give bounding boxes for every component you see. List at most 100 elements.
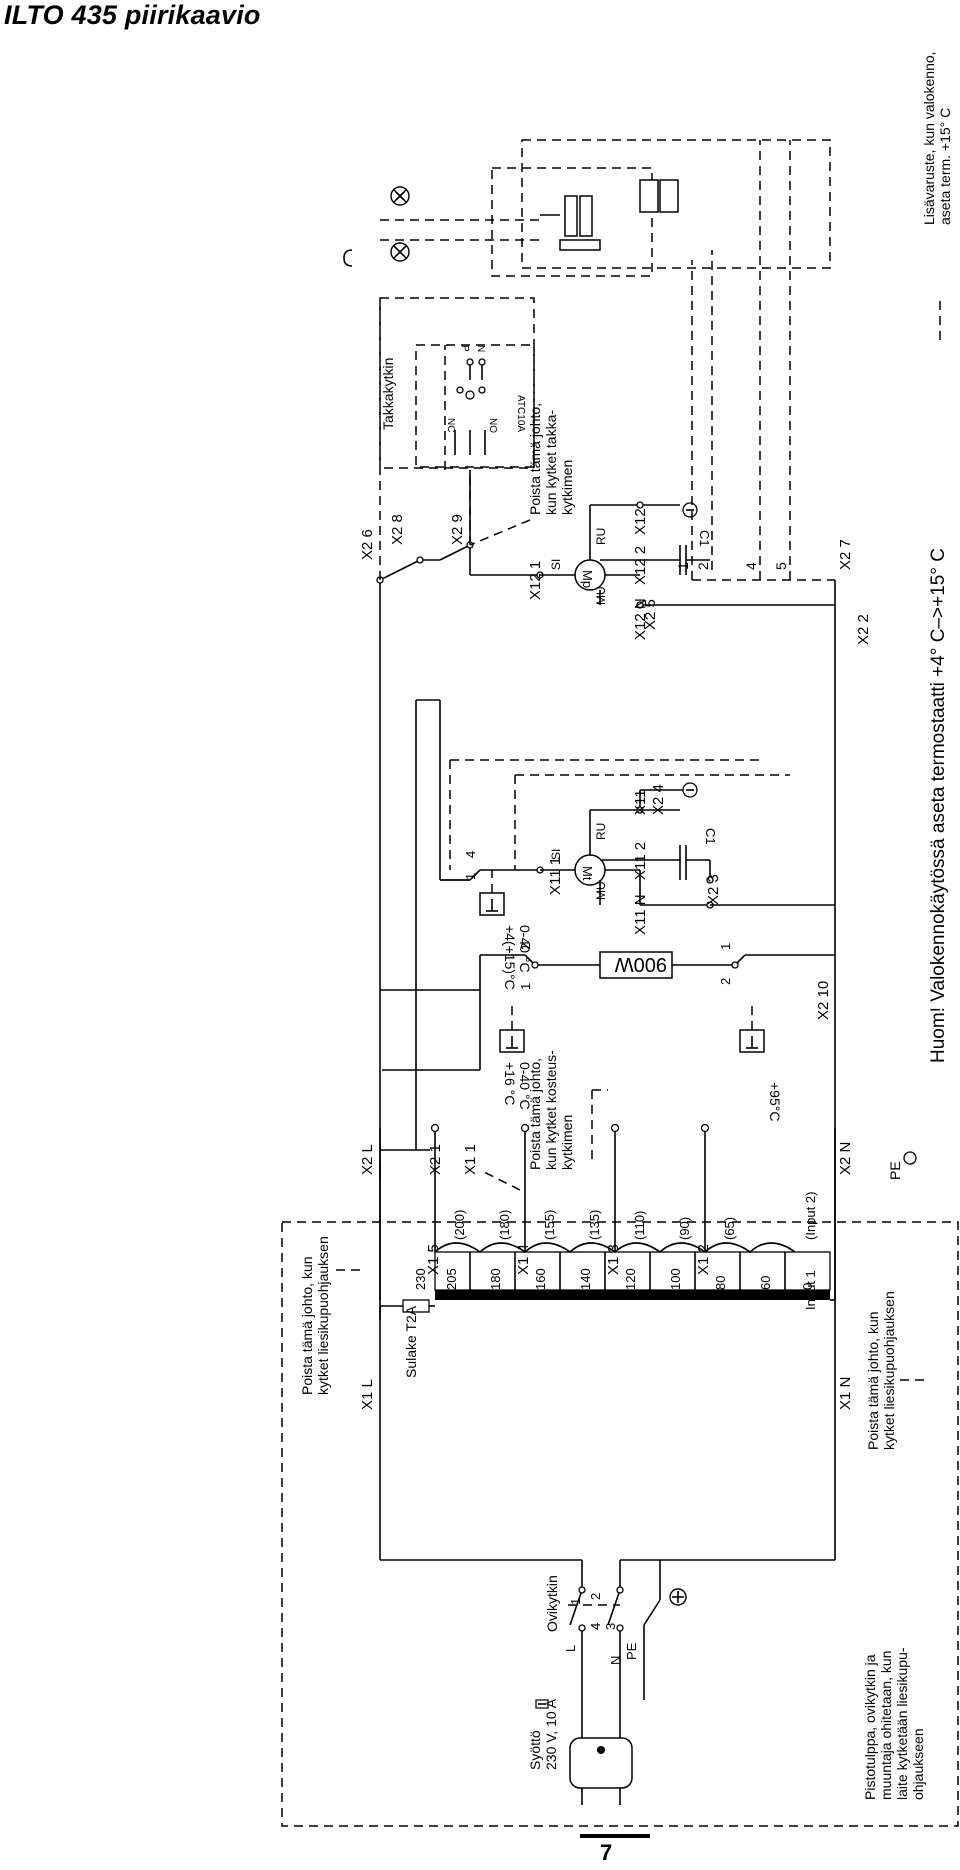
tap-label: 0 [800,1283,815,1290]
mt-motor-label: Mt [580,866,595,881]
thermostat-4-label: +4(+15)°C [502,925,518,990]
pin-label: 3 [603,1623,618,1630]
remove-takka-note: kytkimen [559,460,575,515]
atc-nc-label: NC [445,418,456,432]
mu-label: MU [594,881,608,900]
x1-tap-leads [379,1123,836,1301]
terminal-label: X2 8 [389,514,406,545]
terminal-label: X12 N [632,598,649,640]
terminal-label: X2 7 [837,539,854,570]
pin-label: 1 [518,983,533,990]
tap-label: 205 [444,1268,459,1290]
pin-label: N [608,1656,623,1665]
si-label: SI [549,559,563,570]
terminal-label: X2 2 [855,614,872,645]
terminal-label: X2 3 [705,874,722,905]
pin-label: 2 [588,1593,603,1600]
tap-label: 230 [413,1268,428,1290]
pin-label: 2 [518,943,533,950]
mu-label: MU [594,586,608,605]
terminal-label: X2 5 [642,599,659,630]
transformer-taps: 230 205 180 160 140 120 100 80 60 0 (200… [413,1192,818,1310]
terminal-label: X1 1 [462,1144,479,1175]
door-switch [568,1560,661,1738]
mp-capacitor-label: C1 [697,530,712,547]
power-plug [569,1737,633,1805]
main-n-wiring [620,580,836,1561]
remove-liesi-note: kytket liesikupuohjauksen [315,1236,331,1395]
huom-note: Huom! Valokennokäytössä aseta termostaat… [928,548,949,1063]
atc-p-label: P [459,345,470,352]
mt-capacitor-label: C1 [703,828,718,845]
terminal-label: X11 2 [632,842,649,880]
heater-label: 900W [615,953,667,975]
remove-kosteus-note: Poista tämä johto, [527,1058,543,1170]
plug-symbol-icon [535,1699,549,1709]
terminal-label: X1 5 [425,1244,442,1275]
page-title: ILTO 435 piirikaavio [4,0,261,30]
tap-label: (110) [632,1211,647,1240]
mt-motor-circuit [440,782,835,909]
takkakytkin-label: Takkakytkin [380,358,396,430]
ru-label: RU [594,528,608,545]
pistotulppa-note: Pistotulppa, ovikytkin ja [862,1654,878,1800]
terminal-label: X2 9 [449,514,466,545]
thermostat-4-15 [479,870,505,916]
tap-label: (90) [677,1217,692,1240]
terminal-label: X2 4 [650,784,667,815]
relay-dashed-box [491,167,653,277]
tap-label: 120 [623,1268,638,1290]
annotations: Takkakytkin Poista tämä johto, kun kytke… [299,51,953,1800]
mp-motor-circuit [469,470,835,609]
pistotulppa-note: muuntaja ohitetaan, kun [878,1651,894,1800]
terminal-label: X2 L [359,1144,376,1175]
pin-label: 1 [718,943,733,950]
terminal-label: X11 [632,789,649,815]
pin-label: 4 [463,851,478,858]
page-number: 7 [600,1840,613,1865]
tap-label: (155) [542,1210,557,1240]
tap-label: 100 [668,1268,683,1290]
page-number-rule [580,1834,650,1838]
si-label: SI [549,849,563,860]
ground-symbol [669,1588,687,1606]
terminal-label: X2 6 [359,529,376,560]
tap-label: 80 [713,1276,728,1290]
thermostat-16-label: 0-40 °C [517,1062,533,1110]
ovikytkin-label: Ovikytkin [544,1575,560,1632]
lisavaruste-note: aseta term. +15° C [937,108,953,225]
terminal-label: X11 N [632,894,649,935]
terminal-label: X1 L [359,1379,376,1410]
remove-liesi-note: Poista tämä johto, kun [299,1256,315,1395]
remove-liesi-note: Poista tämä johto, kun [865,1311,881,1450]
thermostat-4-label: 0-40 °C [517,925,533,973]
tap-label: (200) [452,1210,467,1240]
terminal-label: X1 2 [695,1244,712,1275]
tap-label: Input 1 [803,1270,818,1310]
ru-label: RU [594,823,608,840]
terminal-label: X1 3 [605,1244,622,1275]
terminal-label: X12 2 [632,546,649,585]
takka-switch-wiring [376,300,474,584]
tap-label: 160 [533,1268,548,1290]
pin-label: 1 [463,873,478,880]
atc-label: ATC10A [515,395,526,432]
tap-label: (135) [587,1210,602,1240]
lisavaruste-note: Lisävaruste, kun valokenno, [921,51,937,225]
power-supply-dashed-box [281,1221,959,1827]
bus-number: 5 [773,562,789,570]
terminal-label: X12 1 [527,561,544,600]
pin-label: 1 [568,1598,583,1605]
takkakytkin-dashed-box [379,297,535,469]
remove-takka-note: Poista tämä johto, [527,403,543,515]
terminal-label: X1 N [837,1377,854,1410]
pistotulppa-note: ohjaukseen [910,1728,926,1800]
bus-number: 1 [675,562,691,570]
terminal-label: X12 [632,508,649,535]
tap-label: (Input 2) [803,1192,818,1240]
atc-no-label: NO [487,418,498,433]
switch-pin-labels: 1 2 2 1 1 4 1 2 3 4 L N PE [463,851,733,1665]
terminal-label: X11 1 [547,857,564,895]
fuse-label: Sulake T2A [403,1305,419,1378]
